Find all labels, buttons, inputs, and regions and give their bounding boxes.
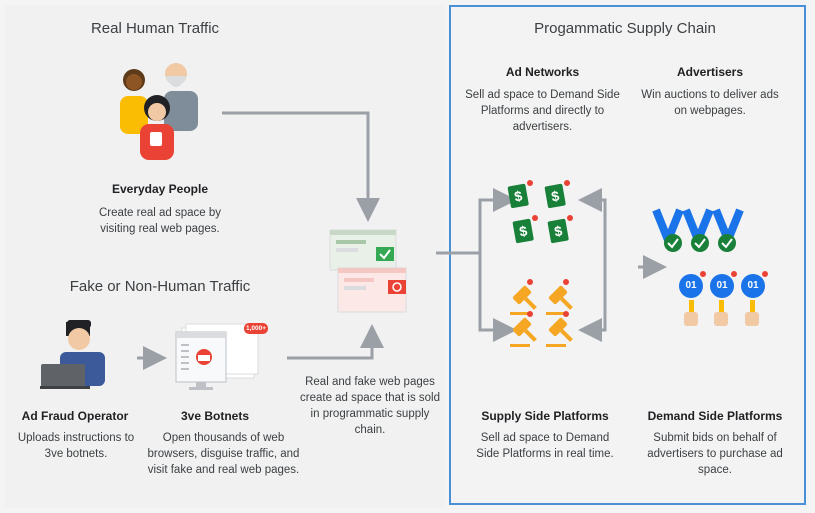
arrow-botnet-to-webpages	[287, 324, 384, 360]
operator-label: Ad Fraud Operator	[21, 409, 129, 423]
botnet-count-badge: 1,000+	[245, 325, 267, 332]
botnet-description: Open thousands of web browsers, disguise…	[147, 432, 300, 476]
operator-description: Uploads instructions to 3ve botnets.	[17, 432, 135, 460]
arrow-people-to-webpages	[222, 111, 380, 222]
real-traffic-title: Real Human Traffic	[90, 20, 220, 37]
bid-paddle-label-1: 01	[685, 280, 697, 291]
advertisers-label: Advertisers	[676, 65, 744, 79]
webpages-description: Real and fake web pages create ad space …	[300, 376, 440, 436]
ssp-description: Sell ad space to Demand Side Platforms i…	[476, 432, 614, 460]
svg-text:$: $	[518, 222, 529, 239]
people-description: Create real ad space by visiting real we…	[98, 207, 222, 235]
dsp-label: Demand Side Platforms	[647, 409, 783, 423]
arrow-dsp-to-ssp	[578, 253, 607, 342]
svg-text:$: $	[550, 187, 561, 204]
fake-traffic-title: Fake or Non-Human Traffic	[69, 278, 251, 295]
advertisers-description: Win auctions to deliver ads on webpages.	[641, 89, 779, 117]
ad-networks-label: Ad Networks	[505, 65, 580, 79]
arrow-to-ssp	[478, 253, 517, 342]
svg-text:$: $	[513, 187, 524, 204]
supply-chain-frame	[449, 5, 806, 505]
botnet-label: 3ve Botnets	[180, 409, 250, 423]
arrow-to-ad-networks	[478, 188, 517, 253]
bid-paddle-label-3: 01	[747, 280, 759, 291]
people-label: Everyday People	[111, 182, 209, 196]
dsp-description: Submit bids on behalf of advertisers to …	[647, 432, 783, 476]
ad-networks-description: Sell ad space to Demand Side Platforms a…	[465, 89, 620, 133]
ssp-label: Supply Side Platforms	[481, 409, 609, 423]
svg-text:$: $	[553, 222, 564, 239]
supply-chain-title: Progammatic Supply Chain	[534, 20, 716, 37]
bid-paddle-label-2: 01	[716, 280, 728, 291]
arrow-dsp-to-ad-networks	[578, 188, 607, 253]
